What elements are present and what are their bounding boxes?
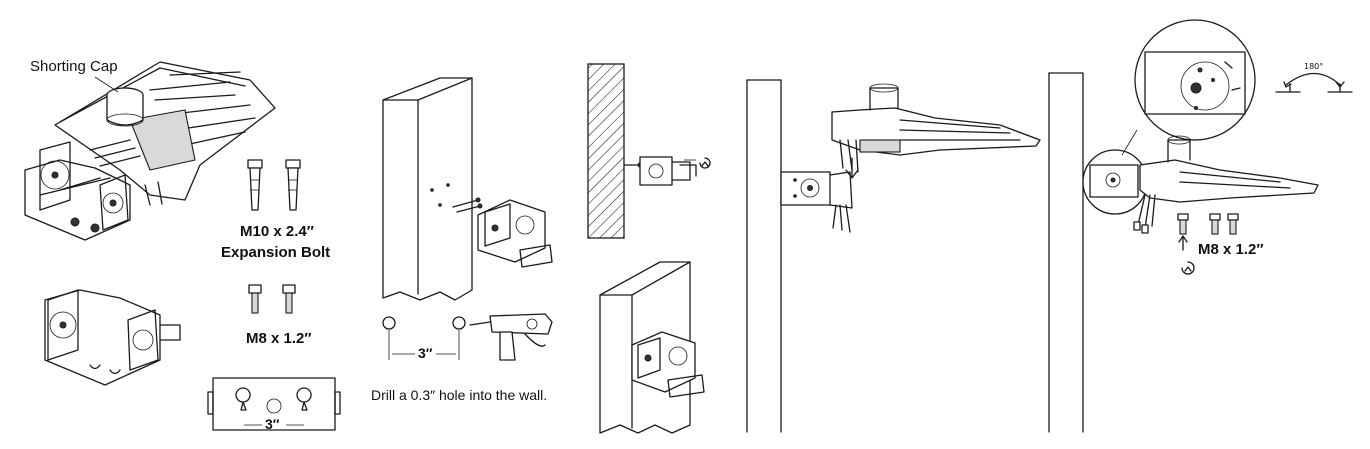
expansion-bolt-size-label: M10 x 2.4″	[240, 223, 314, 240]
zoom-circle-large	[1121, 19, 1256, 156]
drill-hole-markers	[382, 316, 466, 360]
wall-block-with-bracket	[599, 261, 705, 434]
bracket-bottom-view	[207, 377, 341, 431]
wall-block	[382, 77, 553, 301]
hole-spacing-label: 3″	[418, 345, 433, 361]
drill-icon	[469, 313, 553, 361]
rotation-indicator	[1275, 72, 1353, 93]
m8-screws-right	[1177, 213, 1239, 235]
pole-left	[746, 79, 782, 433]
zoom-circle-small	[1082, 149, 1151, 215]
drill-instruction-label: Drill a 0.3″ hole into the wall.	[371, 387, 548, 403]
m8-screws-left	[248, 284, 296, 314]
screw-size-right-label: M8 x 1.2″	[1198, 241, 1264, 258]
rotate-icon	[699, 157, 711, 169]
fixture-side-view-right	[1133, 135, 1319, 234]
pole-right	[1048, 72, 1084, 433]
bracket-spacing-label: 3″	[265, 416, 280, 432]
bracket-on-pole	[780, 171, 853, 233]
bracket-standalone	[44, 289, 181, 386]
rotate-icon-right	[1181, 261, 1195, 275]
expansion-bolt-name-label: Expansion Bolt	[221, 244, 331, 261]
screw-size-left-label: M8 x 1.2″	[246, 330, 312, 347]
rotation-angle-label: 180°	[1304, 62, 1324, 71]
shorting-cap-label: Shorting Cap	[30, 58, 118, 75]
wall-section	[587, 63, 697, 239]
fixture-with-bracket	[24, 61, 276, 241]
fixture-side-view-left	[831, 83, 1041, 173]
up-arrow-icon	[1178, 235, 1188, 251]
down-arrow-icon	[845, 157, 859, 179]
expansion-bolts	[247, 159, 301, 211]
